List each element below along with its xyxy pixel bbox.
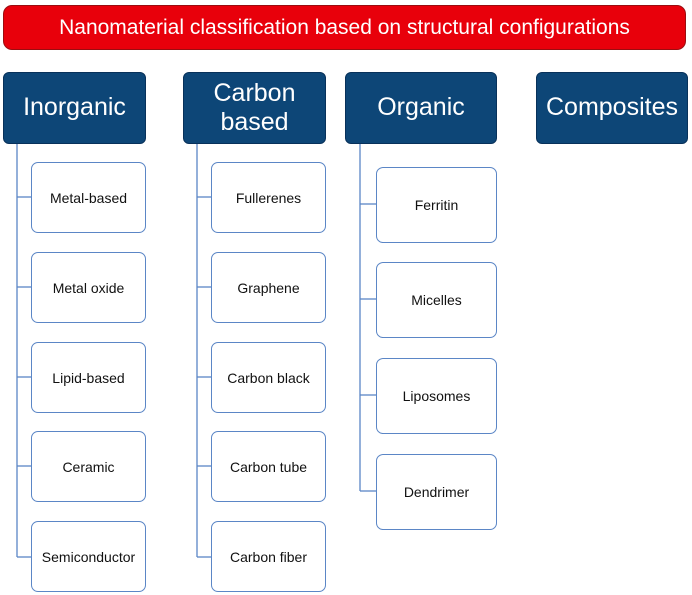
item-ceramic: Ceramic: [31, 431, 146, 502]
item-metal-oxide: Metal oxide: [31, 252, 146, 323]
item-dendrimer: Dendrimer: [376, 454, 497, 530]
item-carbon-tube: Carbon tube: [211, 431, 326, 502]
category-organic: Organic: [345, 72, 497, 144]
item-fullerenes: Fullerenes: [211, 162, 326, 233]
item-lipid-based: Lipid-based: [31, 342, 146, 413]
category-composites: Composites: [536, 72, 688, 144]
item-carbon-black: Carbon black: [211, 342, 326, 413]
item-graphene: Graphene: [211, 252, 326, 323]
item-liposomes: Liposomes: [376, 358, 497, 434]
diagram-title: Nanomaterial classification based on str…: [3, 5, 686, 50]
item-semiconductor: Semiconductor: [31, 521, 146, 592]
category-carbon-based: Carbon based: [183, 72, 326, 144]
item-micelles: Micelles: [376, 262, 497, 338]
item-ferritin: Ferritin: [376, 167, 497, 243]
item-metal-based: Metal-based: [31, 162, 146, 233]
item-carbon-fiber: Carbon fiber: [211, 521, 326, 592]
category-inorganic: Inorganic: [3, 72, 146, 144]
